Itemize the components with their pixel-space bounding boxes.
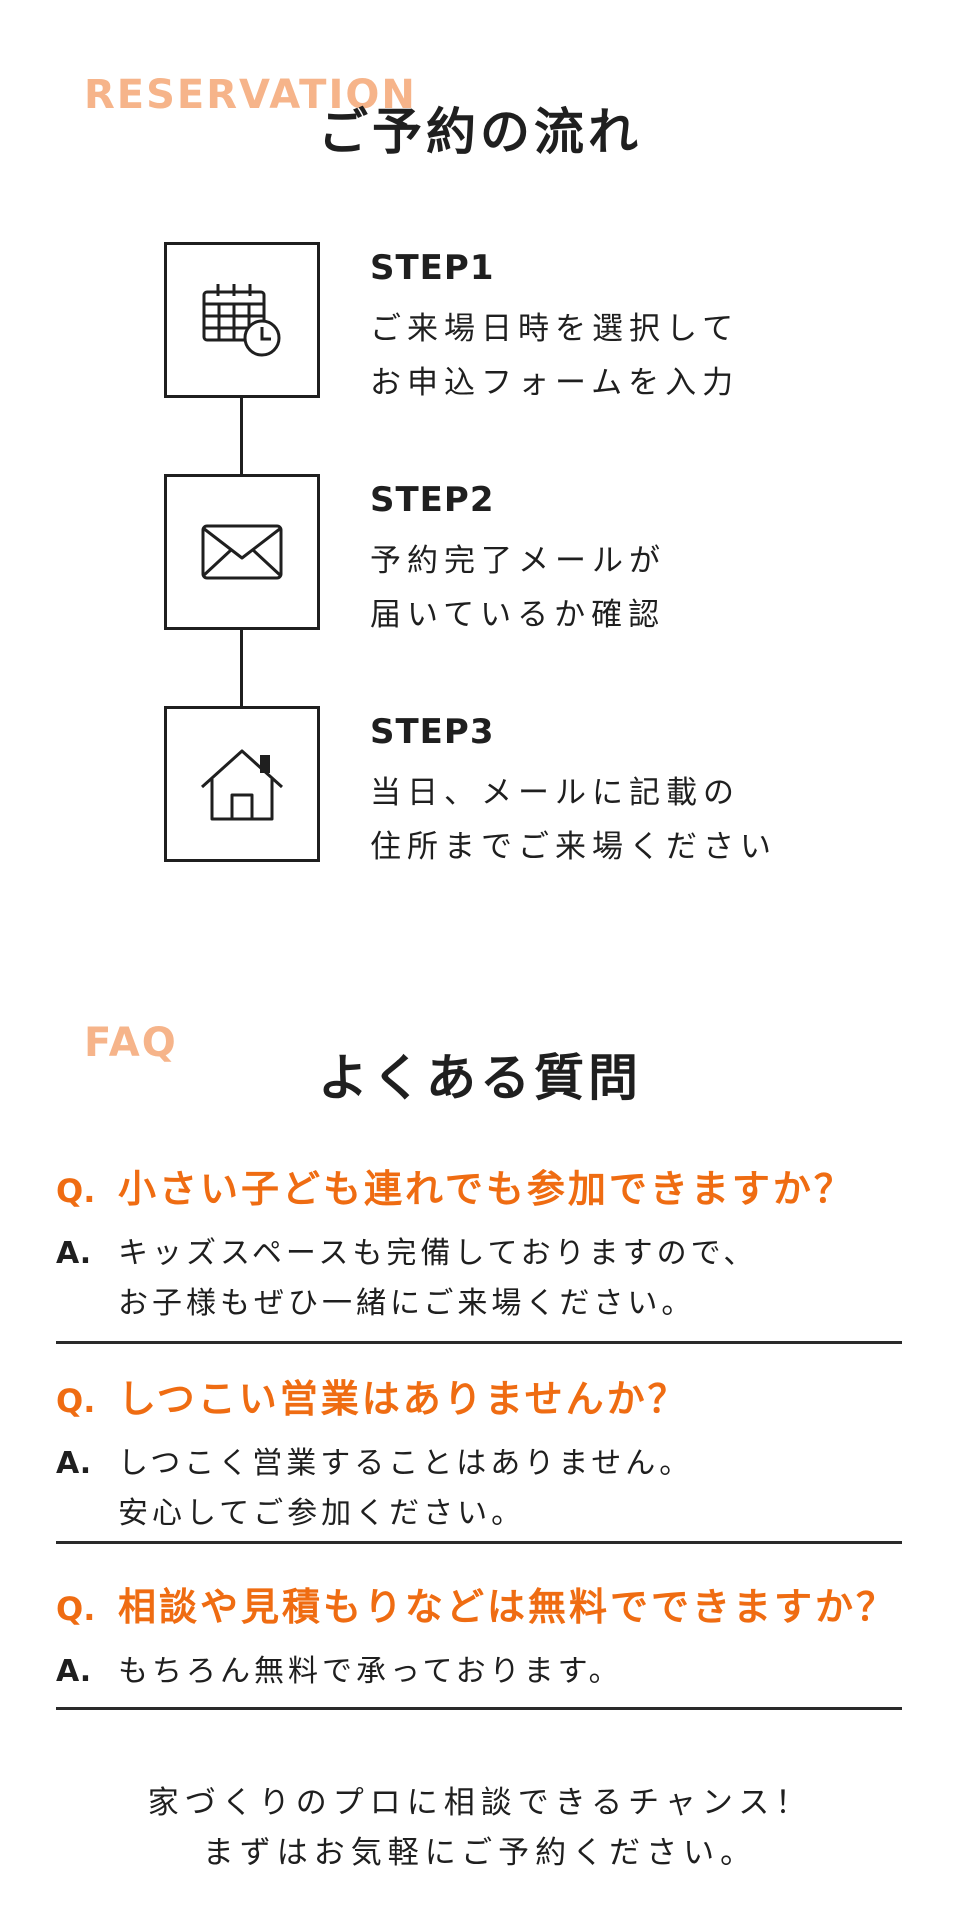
step-2-label: STEP2 [370, 480, 495, 520]
question-mark: Q. [56, 1382, 96, 1420]
faq-answer-text: しつこく営業することはありません。 安心してご参加ください。 [118, 1446, 694, 1531]
faq-answer-text: もちろん無料で承っております。 [118, 1654, 623, 1689]
faq-question-1: Q. 小さい子ども連れでも参加できますか？ [56, 1158, 902, 1213]
step-connector [240, 398, 243, 474]
answer-mark: A. [56, 1446, 92, 1481]
faq-item-1: Q. 小さい子ども連れでも参加できますか？ A. キッズスペースも完備しておりま… [56, 1158, 902, 1344]
faq-question-2: Q. しつこい営業はありませんか？ [56, 1368, 902, 1423]
reservation-section-label: RESERVATION [84, 72, 417, 118]
faq-question-text: 小さい子ども連れでも参加できますか？ [118, 1167, 855, 1211]
question-mark: Q. [56, 1590, 96, 1628]
faq-question-text: しつこい営業はありませんか？ [118, 1377, 689, 1421]
step-1-label: STEP1 [370, 248, 495, 288]
faq-question-3: Q. 相談や見積もりなどは無料でできますか？ [56, 1576, 902, 1631]
step-1-icon-box [164, 242, 320, 398]
faq-question-text: 相談や見積もりなどは無料でできますか？ [118, 1585, 898, 1629]
faq-section-title: よくある質問 [318, 1049, 642, 1107]
reservation-section-title: ご予約の流れ [318, 103, 642, 161]
answer-mark: A. [56, 1236, 92, 1271]
faq-item-2: Q. しつこい営業はありませんか？ A. しつこく営業することはありません。 安… [56, 1368, 902, 1544]
question-mark: Q. [56, 1172, 96, 1210]
step-3-text: STEP3 当日、メールに記載の 住所までご来場ください [370, 710, 777, 874]
faq-answer-2: A. しつこく営業することはありません。 安心してご参加ください。 [56, 1439, 902, 1539]
step-2-icon-box [164, 474, 320, 630]
step-3-icon-box [164, 706, 320, 862]
step-1-description: ご来場日時を選択して お申込フォームを入力 [370, 311, 740, 401]
step-3-label: STEP3 [370, 712, 495, 752]
faq-answer-text: キッズスペースも完備しておりますので、 お子様もぜひ一緒にご来場ください。 [118, 1236, 758, 1321]
envelope-icon [201, 524, 283, 580]
step-connector [240, 630, 243, 706]
footer-message: 家づくりのプロに相談できるチャンス！ まずはお気軽にご予約ください。 [147, 1785, 813, 1871]
calendar-clock-icon [200, 282, 284, 358]
step-1-text: STEP1 ご来場日時を選択して お申込フォームを入力 [370, 246, 739, 410]
faq-answer-3: A. もちろん無料で承っております。 [56, 1647, 902, 1697]
faq-item-3: Q. 相談や見積もりなどは無料でできますか？ A. もちろん無料で承っております… [56, 1576, 902, 1710]
step-3-description: 当日、メールに記載の 住所までご来場ください [370, 775, 777, 865]
step-2-description: 予約完了メールが 届いているか確認 [370, 543, 666, 633]
house-icon [200, 747, 284, 821]
faq-answer-1: A. キッズスペースも完備しておりますので、 お子様もぜひ一緒にご来場ください。 [56, 1229, 902, 1329]
answer-mark: A. [56, 1654, 92, 1689]
faq-section-label: FAQ [84, 1020, 178, 1066]
step-2-text: STEP2 予約完了メールが 届いているか確認 [370, 478, 666, 642]
